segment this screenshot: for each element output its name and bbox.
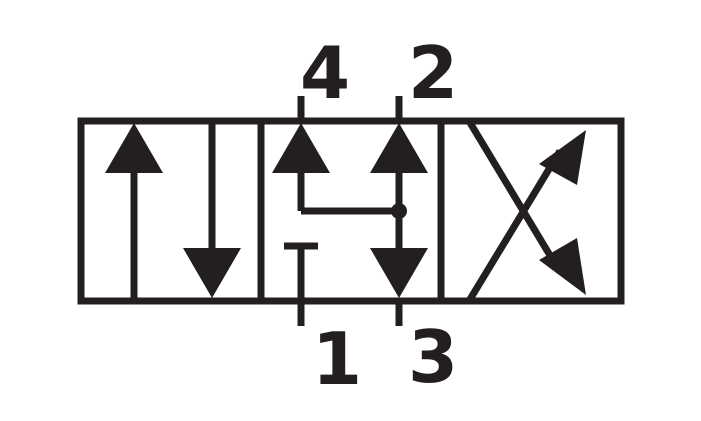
arrow-down-icon	[370, 248, 428, 298]
envelope-right	[437, 117, 625, 305]
port-label-4: 4	[300, 31, 350, 115]
center-envelope-flow	[272, 123, 428, 301]
port-label-3: 3	[408, 315, 458, 399]
right-envelope-flow	[466, 119, 586, 303]
cross-line-up	[466, 149, 563, 303]
envelope-left	[77, 117, 265, 305]
arrow-up-icon	[272, 123, 330, 173]
arrow-down-icon	[183, 248, 241, 298]
left-envelope-flow	[105, 121, 241, 301]
arrow-diagonal-up-icon	[539, 130, 586, 185]
port-label-2: 2	[408, 31, 458, 115]
arrow-up-icon	[105, 123, 163, 173]
port-label-1: 1	[312, 317, 362, 401]
arrow-up-icon	[370, 123, 428, 173]
arrow-diagonal-down-icon	[539, 238, 586, 295]
cross-line-down	[466, 119, 563, 274]
